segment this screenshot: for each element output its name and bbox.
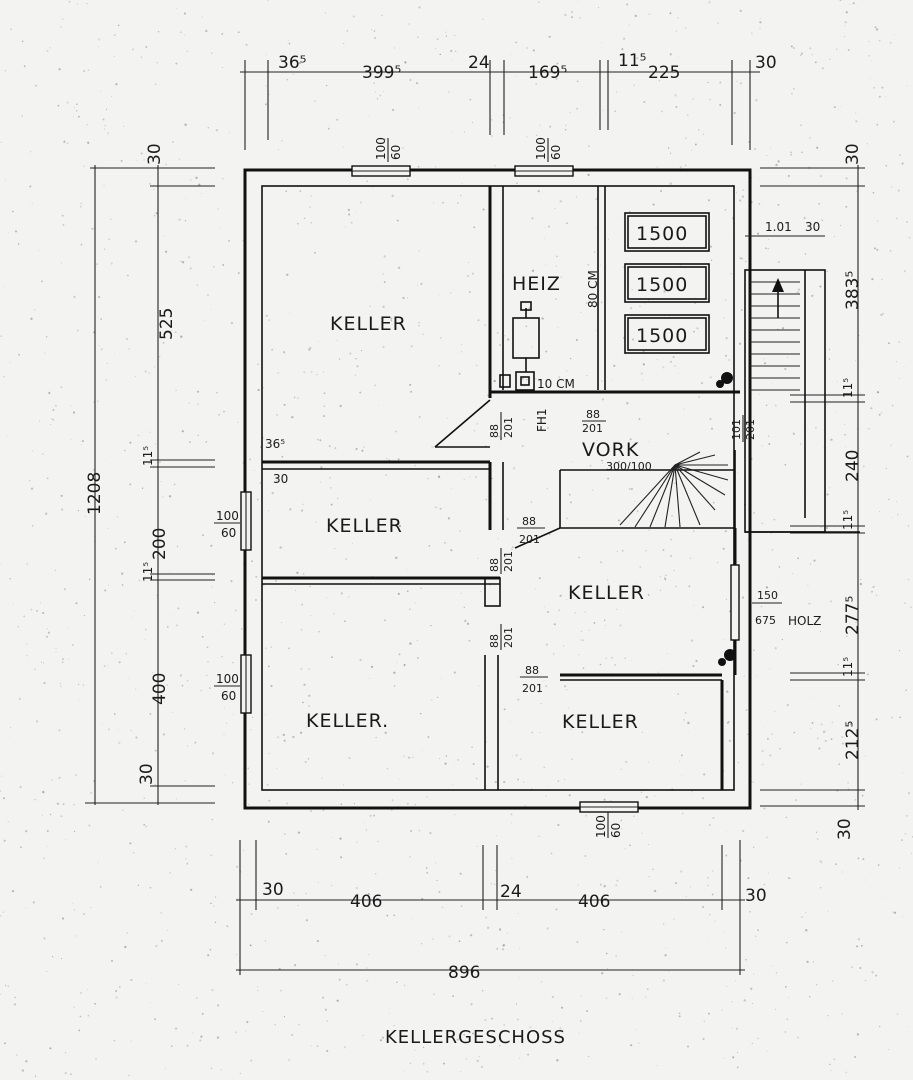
tank-1-label: 1500 (636, 223, 688, 245)
dim-bottom-2: 406 (350, 892, 382, 912)
inner-dim-365: 36⁵ (265, 437, 285, 451)
drawing-title: KELLERGESCHOSS (385, 1027, 566, 1048)
win-top-left-w: 100 (374, 137, 388, 160)
door-keller-center-w: 88 (488, 634, 501, 648)
door-markers (716, 372, 736, 666)
dim-bottom-4: 406 (578, 892, 610, 912)
chimney-note: 10 CM (537, 377, 575, 391)
inner-dimensions: 36⁵ 30 1.01 30 (265, 220, 825, 486)
dim-top-4: 169⁵ (528, 63, 567, 83)
dim-top-7: 30 (755, 53, 777, 73)
door-keller-center-h: 201 (502, 627, 515, 648)
tank-2-label: 1500 (636, 274, 688, 296)
holz-note: HOLZ (788, 614, 821, 628)
dimension-chain-right: 30 383⁵ 11⁵ 240 11⁵ 277⁵ 11⁵ 212⁵ 30 (760, 143, 865, 840)
door-heiz-w: 88 (488, 424, 501, 438)
dim-right-9: 30 (835, 818, 855, 840)
win-top-mid-h: 60 (549, 145, 563, 160)
room-label-keller-center: KELLER (568, 582, 645, 604)
room-label-heiz: HEIZ (512, 273, 561, 295)
door-keller-br-w: 88 (525, 664, 539, 677)
win-top-mid-w: 100 (534, 137, 548, 160)
oil-tanks: 1500 1500 1500 (624, 212, 710, 354)
exterior-stair-arrow (772, 278, 784, 318)
dim-bottom-1: 30 (262, 880, 284, 900)
room-label-vork: VORK (582, 439, 639, 461)
inner-dim-30: 30 (273, 472, 288, 486)
door-labels: 88 201 88 201 101 201 88 201 88 201 88 2… (488, 408, 821, 695)
interior-walls (262, 186, 860, 790)
dim-right-4: 240 (843, 450, 863, 482)
dim-right-5: 11⁵ (841, 510, 855, 530)
dim-top-3: 24 (468, 53, 490, 73)
tank-3-label: 1500 (636, 325, 688, 347)
dim-left-4: 200 (150, 528, 170, 560)
door-holz-h: 675 (755, 614, 776, 627)
door-keller-mid-h: 201 (519, 533, 540, 546)
inner-dim-101: 1.01 (765, 220, 792, 234)
inner-dim-stair-30: 30 (805, 220, 820, 234)
dim-top-6: 225 (648, 63, 680, 83)
heating-room-equipment (499, 301, 540, 391)
room-label-keller-bottom-right: KELLER (562, 711, 639, 733)
dim-left-total: 1208 (85, 472, 105, 515)
door-stair-h: 201 (744, 419, 757, 440)
door-keller-mid2-w: 88 (488, 558, 501, 572)
dim-right-7: 11⁵ (841, 657, 855, 677)
door-stair-w: 101 (730, 419, 743, 440)
win-left-2-w: 100 (216, 672, 239, 686)
dimension-chain-left: 30 525 11⁵ 200 11⁵ 400 30 1208 (85, 143, 215, 805)
win-left-2-h: 60 (221, 689, 236, 703)
dim-right-8: 212⁵ (843, 721, 863, 760)
win-bottom-h: 60 (609, 823, 623, 838)
room-label-keller-mid-left: KELLER (326, 515, 403, 537)
dim-bottom-5: 30 (745, 886, 767, 906)
heiz-wall-note: 80 CM (586, 270, 600, 308)
dim-left-6: 400 (150, 673, 170, 705)
dim-bottom-3: 24 (500, 882, 522, 902)
dim-left-1: 30 (145, 143, 165, 165)
win-bottom-w: 100 (594, 815, 608, 838)
dimension-chain-bottom: 30 406 24 406 30 896 (236, 840, 767, 983)
dim-bottom-total: 896 (448, 963, 480, 983)
dimension-chain-top: 36⁵ 399⁵ 24 169⁵ 11⁵ 225 30 (240, 51, 777, 150)
dim-top-1: 36⁵ (278, 53, 306, 73)
window-labels: 100 60 100 60 100 60 100 60 100 60 (214, 137, 623, 838)
dim-right-3: 11⁵ (841, 378, 855, 398)
door-keller-br-h: 201 (522, 682, 543, 695)
dim-right-6: 277⁵ (843, 596, 863, 635)
dim-right-1: 30 (843, 143, 863, 165)
dim-left-3: 11⁵ (141, 446, 155, 466)
door-heiz-h: 201 (502, 417, 515, 438)
win-left-1-w: 100 (216, 509, 239, 523)
dim-left-2: 525 (157, 308, 177, 340)
dim-top-2: 399⁵ (362, 63, 401, 83)
dim-left-5: 11⁵ (141, 562, 155, 582)
stair-note: 300/100 (606, 460, 652, 473)
win-top-left-h: 60 (389, 145, 403, 160)
dim-left-7: 30 (137, 763, 157, 785)
door-keller-mid-w: 88 (522, 515, 536, 528)
door-keller-mid2-h: 201 (502, 551, 515, 572)
dim-right-2: 383⁵ (843, 271, 863, 310)
room-label-keller-bottom-left: KELLER. (306, 710, 389, 732)
dim-top-5: 11⁵ (618, 51, 646, 71)
door-holz-w: 150 (757, 589, 778, 602)
windows (240, 165, 740, 813)
fh-note: FH1 (535, 408, 549, 432)
door-tank-w: 88 (586, 408, 600, 421)
exterior-stair (750, 281, 800, 391)
win-left-1-h: 60 (221, 526, 236, 540)
door-tank-h: 201 (582, 422, 603, 435)
room-label-keller-large: KELLER (330, 313, 407, 335)
interior-winding-stair (619, 451, 729, 528)
